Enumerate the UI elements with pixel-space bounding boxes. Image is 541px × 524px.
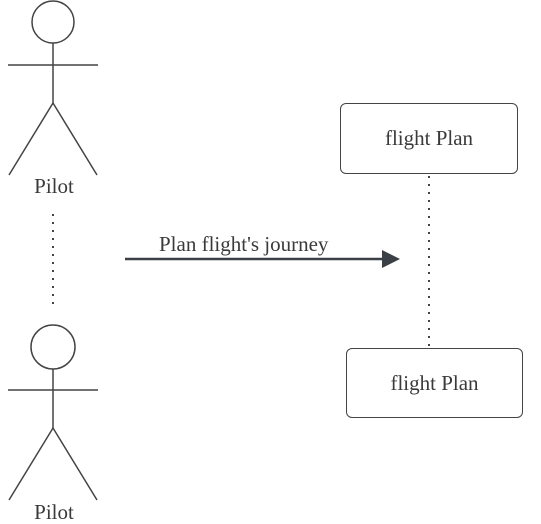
actor-left-leg-bottom xyxy=(8,427,54,501)
message-arrowhead-icon xyxy=(382,250,400,268)
message-label: Plan flight's journey xyxy=(159,232,329,256)
actor-head-top xyxy=(31,0,75,44)
object-box-bottom[interactable]: flight Plan xyxy=(346,348,523,418)
object-box-top[interactable]: flight Plan xyxy=(340,103,518,174)
message-arrow[interactable] xyxy=(125,250,400,268)
object-label-top: flight Plan xyxy=(384,126,474,150)
actor-head-bottom xyxy=(30,324,76,370)
actor-left-leg-top xyxy=(8,102,54,176)
actor-label-top: Pilot xyxy=(34,174,74,198)
actor-label-bottom: Pilot xyxy=(34,500,74,524)
actor-right-leg-bottom xyxy=(52,427,98,501)
actor-figure-top[interactable] xyxy=(8,0,98,176)
object-label-bottom: flight Plan xyxy=(390,370,479,395)
actor-figure-bottom[interactable] xyxy=(8,324,98,501)
actor-right-leg-top xyxy=(52,102,98,176)
